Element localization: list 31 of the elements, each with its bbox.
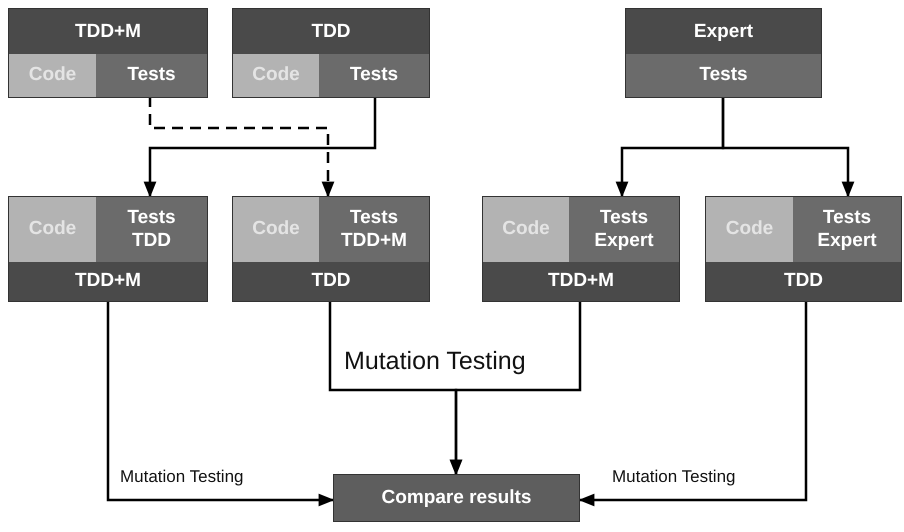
process-box: Compare results xyxy=(333,474,580,522)
tests-panel: Tests TDD+M xyxy=(319,197,429,262)
group-panel xyxy=(232,196,430,302)
group-panel xyxy=(232,8,430,98)
group-panel xyxy=(482,196,680,302)
tests-panel: Tests TDD xyxy=(96,197,207,262)
group-label: Expert xyxy=(692,20,754,44)
group-label: TDD xyxy=(310,20,352,44)
tests-panel: Tests xyxy=(96,54,207,97)
edge-label: Mutation Testing xyxy=(120,468,244,487)
group-panel xyxy=(8,8,208,98)
group-panel xyxy=(625,8,822,98)
edge-label: Mutation Testing xyxy=(612,468,736,487)
arrow xyxy=(148,96,334,198)
arrow xyxy=(106,302,335,506)
arrow xyxy=(144,96,376,198)
tests-panel: Tests xyxy=(319,54,429,97)
group-label: TDD+M xyxy=(74,269,142,293)
arrow xyxy=(578,302,808,506)
arrow xyxy=(722,96,854,198)
group-panel xyxy=(8,196,208,302)
group-label: TDD+M xyxy=(547,269,615,293)
arrow xyxy=(450,302,582,476)
group-label: TDD+M xyxy=(74,20,142,44)
edge-label: Mutation Testing xyxy=(344,348,526,376)
tests-panel: Tests Expert xyxy=(569,197,679,262)
tests-panel: Tests xyxy=(626,54,821,97)
tests-panel: Tests Expert xyxy=(793,197,901,262)
group-label: TDD xyxy=(782,269,824,293)
group-label: TDD xyxy=(310,269,352,293)
group-panel xyxy=(705,196,902,302)
